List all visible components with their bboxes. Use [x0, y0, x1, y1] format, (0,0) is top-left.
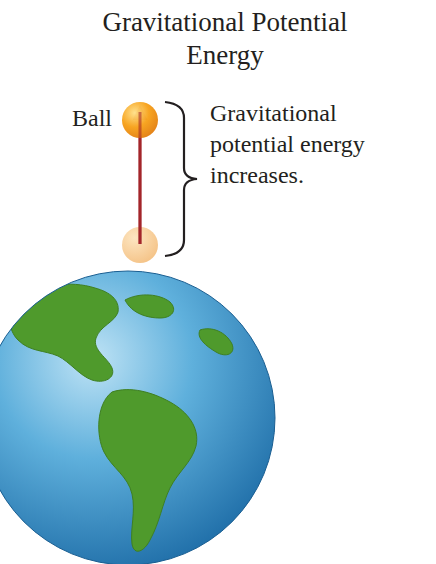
motion-arrow-shaft [139, 112, 142, 244]
earth-globe [0, 271, 275, 564]
motion-arrow [139, 108, 142, 244]
object-label: Ball [6, 103, 112, 133]
callout-text: Gravitational potential energy increases… [210, 98, 370, 191]
title: Gravitational Potential Energy [100, 6, 350, 72]
bracket [165, 102, 197, 256]
